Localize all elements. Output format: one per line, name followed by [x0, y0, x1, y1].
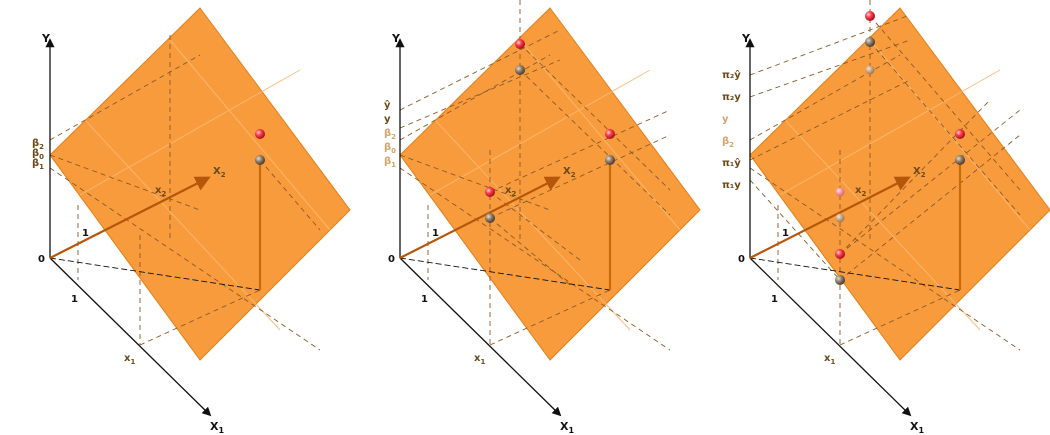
side-label: π₂ŷ: [722, 69, 741, 81]
x2-tick-label: x2: [155, 185, 166, 198]
x2-vector: [399, 176, 561, 259]
axes: [45, 38, 261, 417]
fitted-point: [255, 155, 265, 165]
x1-axis-label: X1: [910, 420, 924, 435]
side-label: y: [384, 114, 391, 125]
plane-grid: [429, 39, 681, 331]
x2-tick-label: x2: [855, 185, 866, 198]
plane-grid: [779, 39, 1031, 331]
side-label: β1: [32, 158, 44, 171]
previous-fitted-point: [835, 213, 845, 223]
x1-axis-label: X1: [560, 420, 574, 435]
observed-point: [515, 39, 525, 49]
fitted-point: [485, 213, 495, 223]
panel-3: Y X1 0 1 1 x1 x2 X2 π₂ŷ π₂y y β2 π₁ŷ π₁y: [722, 0, 1050, 435]
origin-label: 0: [738, 254, 745, 265]
x1-unit-label: 1: [771, 294, 778, 305]
regression-plane: [749, 7, 1050, 361]
x2-vector: [749, 176, 911, 259]
side-label: π₁y: [722, 180, 741, 191]
regression-plane: [399, 7, 701, 361]
x2-tick-label: x2: [505, 185, 516, 198]
side-label: β0: [384, 142, 396, 155]
x2-unit-label: 1: [432, 228, 439, 239]
x1-tick-label: x1: [824, 353, 835, 366]
observed-point: [955, 129, 965, 139]
x2-unit-label: 1: [782, 228, 789, 239]
observed-point: [865, 11, 875, 21]
fitted-point: [835, 275, 845, 285]
side-label: β1: [384, 156, 396, 169]
axes: [745, 38, 961, 417]
side-label: ŷ: [384, 99, 391, 111]
guide-lines: [49, 35, 321, 351]
observed-point: [605, 129, 615, 139]
observed-point: [255, 129, 265, 139]
guide-lines: [399, 0, 671, 351]
regression-plane: [49, 7, 351, 361]
x1-axis-label: X1: [210, 420, 224, 435]
side-labels: π₂ŷ π₂y y β2 π₁ŷ π₁y: [722, 69, 741, 191]
side-label: β0: [32, 148, 44, 161]
x1-unit-label: 1: [71, 294, 78, 305]
axes: [395, 38, 611, 417]
y-axis-label: Y: [391, 32, 401, 45]
previous-observed-point: [835, 187, 845, 197]
x2-vector-label: X2: [913, 166, 926, 179]
x1-tick-label: x1: [124, 353, 135, 366]
fitted-point: [955, 155, 965, 165]
observed-point: [835, 249, 845, 259]
x1-unit-label: 1: [421, 294, 428, 305]
side-label: β2: [722, 136, 734, 149]
fitted-point: [865, 37, 875, 47]
x2-unit-label: 1: [82, 228, 89, 239]
x1-tick-label: x1: [474, 353, 485, 366]
fitted-point: [605, 155, 615, 165]
x2-vector: [49, 176, 211, 259]
side-label: β2: [32, 138, 44, 151]
plane-grid: [79, 39, 331, 331]
side-label: y: [722, 114, 729, 125]
observed-point: [485, 187, 495, 197]
origin-label: 0: [38, 254, 45, 265]
side-label: π₁ŷ: [722, 157, 741, 169]
y-axis-label: Y: [41, 32, 51, 45]
side-label: π₂y: [722, 92, 741, 103]
fitted-point: [515, 65, 525, 75]
x2-vector-label: X2: [563, 166, 576, 179]
y-axis-label: Y: [741, 32, 751, 45]
origin-label: 0: [388, 254, 395, 265]
x2-vector-label: X2: [213, 166, 226, 179]
side-label: β2: [384, 128, 396, 141]
previous-fitted-point: [865, 65, 875, 75]
